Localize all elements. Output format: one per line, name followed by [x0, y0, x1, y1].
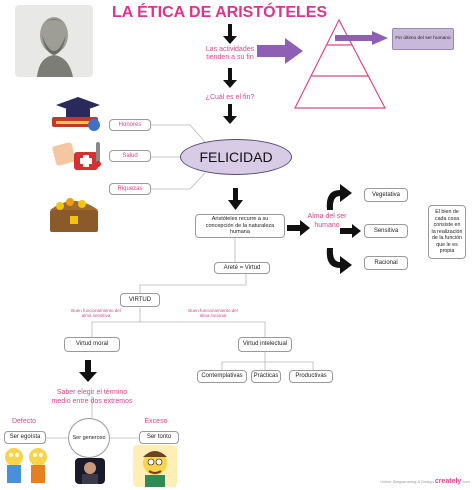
generoso-circle: Ser generoso	[68, 418, 110, 458]
arrow-right-soul	[287, 220, 310, 236]
top-note: Las actividades tienden a su fin	[205, 46, 255, 61]
soul-label: Alma del ser humano	[307, 213, 347, 229]
mean-text: Saber elegir el término medio entre dos …	[51, 389, 133, 405]
arrow-down-3	[223, 104, 237, 124]
footer-end: .com	[461, 479, 470, 484]
page-title: LA ÉTICA DE ARISTÓTELES	[112, 4, 328, 21]
exceso-label: Exceso	[144, 418, 168, 425]
tonto-box: Ser tonto	[139, 431, 179, 444]
soul-part-vegetativa: Vegetativa	[364, 188, 408, 202]
purple-arrow-right	[257, 38, 303, 64]
virtue-intel-box: Virtud intelectual	[238, 337, 292, 352]
soul-part-sensitiva: Sensitiva	[364, 224, 408, 238]
footer-credit: Online Diagramming & Design creately.com	[342, 478, 470, 485]
definition-box: El bien de cada cosa consiste en la real…	[428, 205, 466, 259]
pyramid	[294, 18, 386, 109]
egoista-box: Ser egoísta	[4, 431, 46, 444]
person-photo-image	[75, 458, 105, 484]
defecto-label: Defecto	[11, 418, 37, 425]
virtud-box: VIRTUD	[120, 293, 160, 307]
arrow-down-5	[79, 360, 97, 382]
item-riquezas: Riquezas	[109, 183, 151, 195]
arete-box: Areté = Virtud	[214, 262, 270, 274]
arrow-down-2	[223, 68, 237, 88]
concept-box: Aristóteles recurre a su concepción de l…	[195, 214, 285, 238]
note-intelectual: Buen funcionamiento del alma racional	[188, 308, 238, 318]
arrow-down-4	[228, 188, 243, 210]
soul-part-racional: Racional	[364, 256, 408, 270]
footer-small-text: Online Diagramming & Design	[379, 479, 434, 484]
virtue-moral-box: Virtud moral	[64, 337, 120, 352]
curved-arrow-up	[326, 184, 352, 210]
item-salud: Salud	[109, 150, 151, 162]
footer-brand: creately	[434, 478, 462, 485]
note-moral: Buen funcionamiento del alma sensitiva	[71, 308, 121, 318]
flanders-cartoon-image	[133, 445, 177, 487]
treasure-chest-image	[50, 198, 98, 232]
purple-arrow-goal	[335, 31, 388, 45]
item-honores: Honores	[109, 119, 151, 131]
arrow-down-1	[223, 24, 237, 44]
goal-box: Fin último del ser humano	[392, 28, 454, 50]
curved-arrow-down	[326, 248, 352, 274]
intel-kind-practicas: Prácticas	[251, 370, 281, 383]
felicidad-node: FELICIDAD	[180, 139, 292, 175]
health-items-image	[52, 142, 101, 170]
intel-kind-contemplativas: Contemplativas	[197, 370, 247, 383]
question-label: ¿Cuál es el fin?	[205, 94, 255, 101]
cartoon-characters-image	[5, 448, 47, 483]
graduation-items-image	[52, 97, 100, 131]
arrow-right-sensitiva	[340, 224, 361, 238]
aristotle-bust-image	[15, 5, 93, 77]
intel-kind-productivas: Productivas	[289, 370, 333, 383]
